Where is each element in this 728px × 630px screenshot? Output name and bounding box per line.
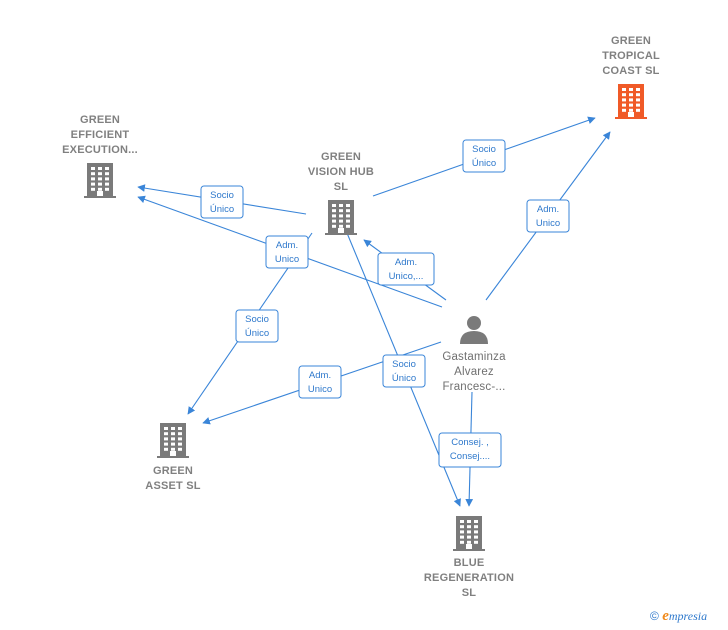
edge-label-box bbox=[526, 199, 570, 233]
node-label-line: GREEN bbox=[80, 114, 120, 126]
node-label-line: COAST SL bbox=[602, 65, 659, 77]
node-green-vision[interactable]: GREEN VISION HUB SL bbox=[308, 151, 374, 235]
edge-label-box bbox=[235, 309, 279, 343]
edge-label-e2[interactable]: Adm. Unico bbox=[265, 235, 309, 269]
edge-label-text: Socio bbox=[472, 144, 496, 155]
edge-label-box bbox=[377, 252, 435, 286]
node-label-line: BLUE bbox=[454, 557, 485, 569]
node-label-line: VISION HUB bbox=[308, 166, 374, 178]
node-label-line: GREEN bbox=[321, 151, 361, 163]
node-label-line: Alvarez bbox=[454, 366, 494, 378]
edge-label-text: Adm. bbox=[537, 204, 559, 215]
node-green-efficient[interactable]: GREEN EFFICIENT EXECUTION... bbox=[62, 114, 138, 198]
node-label-line: Gastaminza bbox=[442, 351, 506, 363]
edge-label-e4[interactable]: Adm. Unico bbox=[526, 199, 570, 233]
node-blue-regen[interactable]: BLUE REGENERATION SL bbox=[424, 516, 514, 599]
edge-label-text: Adm. bbox=[309, 370, 331, 381]
node-green-asset[interactable]: GREEN ASSET SL bbox=[145, 423, 201, 492]
node-label-line: ASSET SL bbox=[145, 480, 200, 492]
node-label-line: SL bbox=[462, 587, 477, 599]
edge-label-box bbox=[382, 354, 426, 388]
building-icon bbox=[453, 516, 485, 551]
footer-brand: © empresia bbox=[650, 608, 707, 625]
node-label-line: TROPICAL bbox=[602, 50, 660, 62]
edge-label-text: Socio bbox=[210, 190, 234, 201]
edge-label-text: Consej.... bbox=[450, 451, 490, 462]
edge-label-text: Único bbox=[245, 328, 269, 339]
edge-label-text: Adm. bbox=[276, 240, 298, 251]
building-icon bbox=[84, 163, 116, 198]
edge-label-text: Consej. , bbox=[451, 437, 489, 448]
brand-initial: e bbox=[662, 608, 669, 624]
edge-label-e7[interactable]: Adm. Unico bbox=[298, 365, 342, 399]
node-label-line: Francesc-... bbox=[442, 381, 505, 393]
edge-label-text: Único bbox=[472, 158, 496, 169]
edge-label-box bbox=[200, 185, 244, 219]
node-green-tropical[interactable]: GREEN TROPICAL COAST SL bbox=[602, 35, 660, 119]
edge-label-text: Unico bbox=[308, 384, 332, 395]
node-label-line: SL bbox=[334, 181, 349, 193]
node-label-line: EFFICIENT bbox=[71, 129, 130, 141]
copyright-symbol: © bbox=[650, 609, 659, 623]
building-icon bbox=[325, 200, 357, 235]
edge-label-text: Unico bbox=[275, 254, 299, 265]
node-person[interactable]: GastaminzaAlvarezFrancesc-... bbox=[442, 316, 506, 393]
edge-label-box bbox=[265, 235, 309, 269]
node-label-line: REGENERATION bbox=[424, 572, 514, 584]
edge-label-text: Socio bbox=[392, 359, 416, 370]
edge-label-box bbox=[462, 139, 506, 173]
edge-label-box bbox=[438, 432, 502, 468]
person-icon bbox=[460, 316, 488, 344]
edge-label-text: Único bbox=[392, 373, 416, 384]
edge-label-text: Adm. bbox=[395, 257, 417, 268]
node-label-line: EXECUTION... bbox=[62, 144, 138, 156]
building-icon bbox=[157, 423, 189, 458]
node-label-line: GREEN bbox=[611, 35, 651, 47]
building-icon bbox=[615, 84, 647, 119]
brand-name: mpresia bbox=[668, 609, 708, 623]
node-label-line: GREEN bbox=[153, 465, 193, 477]
edge-label-box bbox=[298, 365, 342, 399]
edge-label-text: Único bbox=[210, 204, 234, 215]
edge-label-e9[interactable]: Consej. , Consej.... bbox=[438, 432, 502, 468]
edge-label-e5[interactable]: Adm. Unico,... bbox=[377, 252, 435, 286]
edge-label-text: Socio bbox=[245, 314, 269, 325]
edge-label-text: Unico bbox=[536, 218, 560, 229]
edge-label-text: Unico,... bbox=[389, 271, 424, 282]
